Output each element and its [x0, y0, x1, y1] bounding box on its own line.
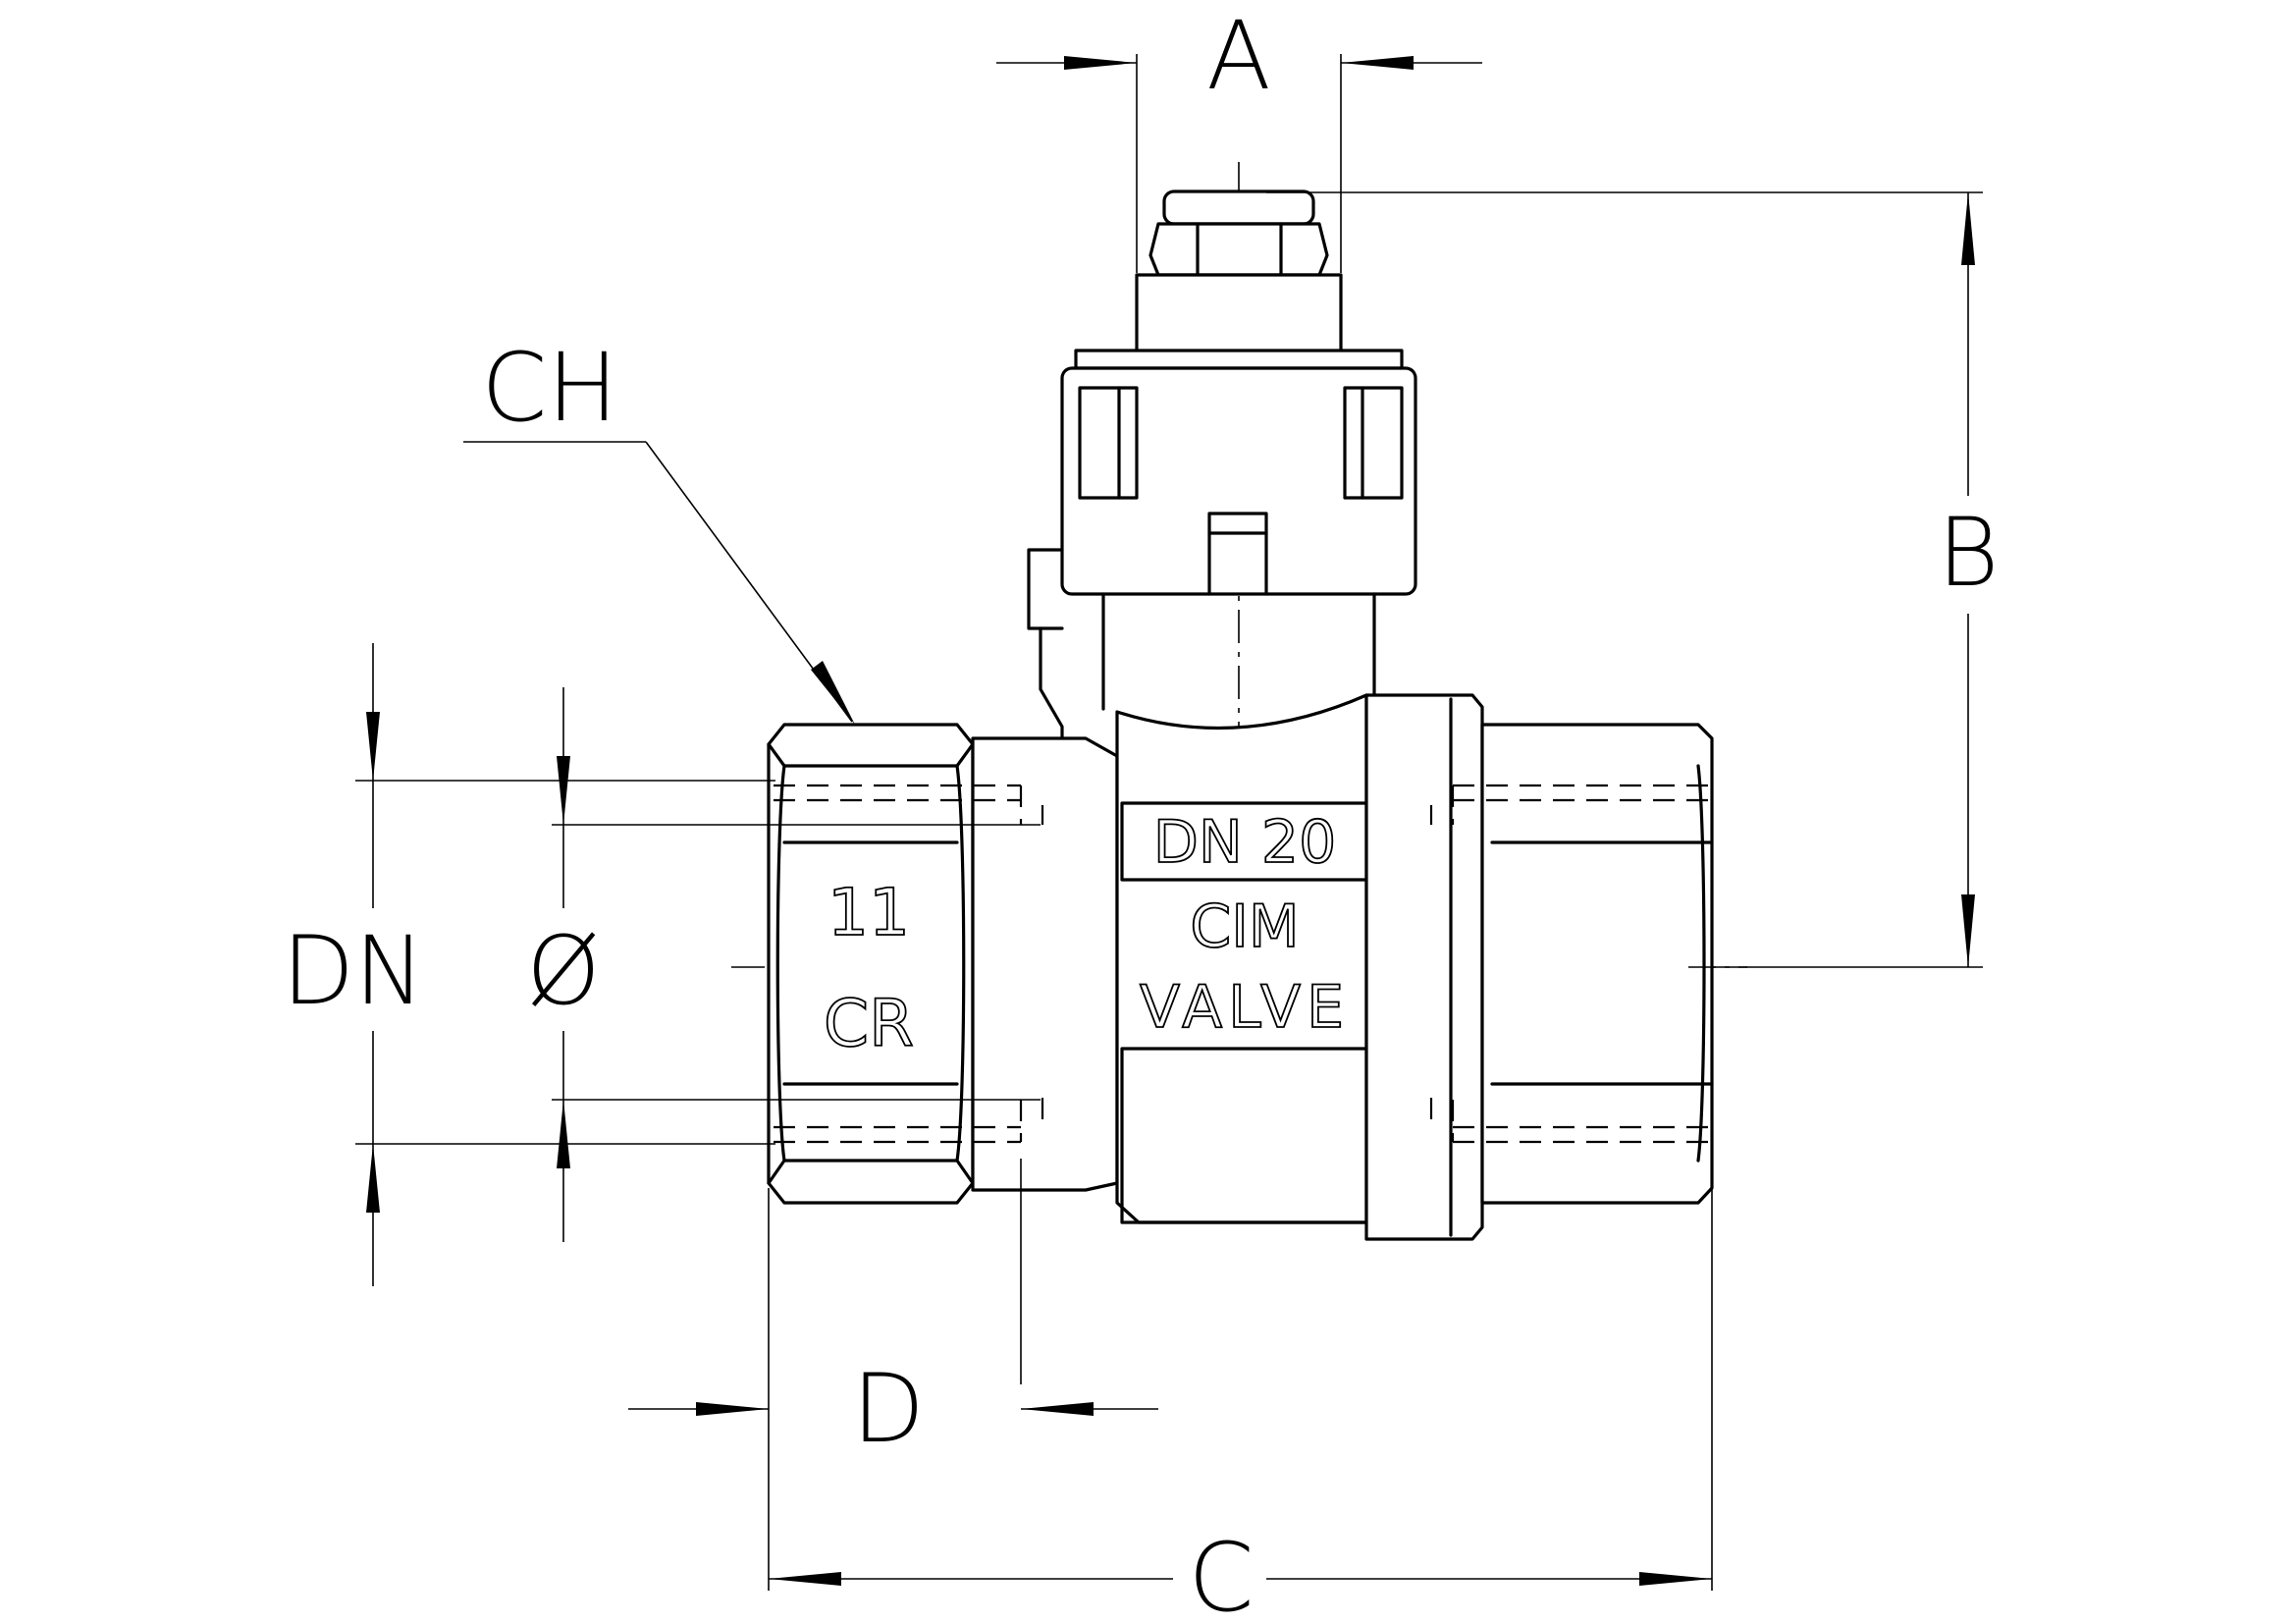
valve-neck — [1101, 592, 1376, 711]
dim-label-c: C — [1188, 1523, 1254, 1624]
dim-label-diameter: Ø — [526, 916, 601, 1026]
dim-label-a: A — [1206, 1, 1271, 111]
end-number: 11 — [828, 875, 910, 950]
brand-sub-label: VALVE — [1140, 973, 1350, 1042]
dim-label-b: B — [1938, 498, 2000, 608]
dimension-c: C — [769, 1188, 1713, 1624]
brand-label: CIM — [1190, 893, 1299, 961]
size-label: DN 20 — [1153, 808, 1337, 877]
dimension-b: B — [1266, 191, 2000, 968]
hidden-thread-lines — [774, 784, 1708, 1144]
handle-cap — [1027, 349, 1417, 743]
dimension-d: D — [628, 1159, 1158, 1591]
dimension-diameter: Ø — [526, 687, 1041, 1242]
dim-label-ch: CH — [481, 333, 617, 443]
stem-cap-nut — [1135, 189, 1343, 355]
ch-leader: CH — [463, 333, 855, 725]
dim-label-d: D — [852, 1354, 925, 1464]
right-end — [1364, 693, 1714, 1241]
left-hex-end: 11 CR — [767, 723, 1119, 1205]
dim-label-dn: DN — [282, 916, 425, 1026]
end-logo: CR — [824, 986, 914, 1061]
dimension-a: A — [996, 1, 1482, 273]
valve-body: DN 20 CIM VALVE — [1115, 693, 1369, 1224]
